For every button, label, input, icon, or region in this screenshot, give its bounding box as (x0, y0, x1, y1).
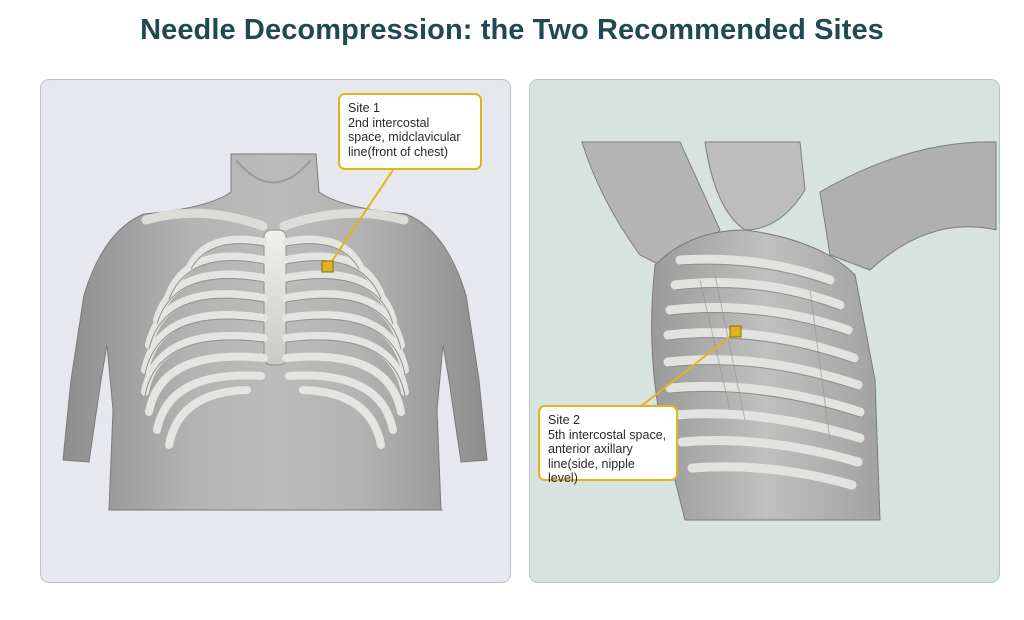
rib-cage-front (141, 235, 409, 449)
raised-arm-right (819, 141, 997, 271)
site-1-marker (321, 260, 334, 273)
rib-outlines-side (667, 263, 861, 418)
rib-outlines (144, 243, 406, 397)
muscle-fibers (699, 274, 831, 441)
site-1-line-1: 2nd intercostal (348, 115, 430, 130)
front-chest-illustration (62, 153, 488, 511)
site-2-leader-line (639, 331, 737, 408)
front-view-panel: Site 1 2nd intercostal space, midclavicu… (40, 79, 511, 583)
page-title: Needle Decompression: the Two Recommende… (140, 14, 884, 46)
site-1-leader-line (327, 169, 394, 268)
site-2-marker (729, 325, 742, 338)
site-2-line-1: 5th intercostal space, (548, 427, 667, 442)
site-2-line-3: line(side, nipple level) (548, 456, 635, 486)
side-view-panel: Site 2 5th intercostal space, anterior a… (529, 79, 1000, 583)
side-chest-illustration (581, 141, 997, 521)
rib-cage-side (663, 254, 865, 490)
site-1-callout: Site 1 2nd intercostal space, midclavicu… (338, 93, 482, 170)
clavicle-right (279, 208, 409, 231)
site-1-heading: Site 1 (348, 101, 380, 115)
site-1-line-2: space, midclavicular (348, 130, 461, 144)
site-2-line-2: anterior axillary (548, 442, 633, 456)
torso-side (651, 229, 881, 521)
site-2-callout: Site 2 5th intercostal space, anterior a… (538, 405, 678, 485)
site-1-line-3: line(front of chest) (348, 144, 449, 159)
neck (704, 141, 806, 231)
clavicle-left (141, 208, 268, 231)
site-2-heading: Site 2 (548, 413, 580, 427)
